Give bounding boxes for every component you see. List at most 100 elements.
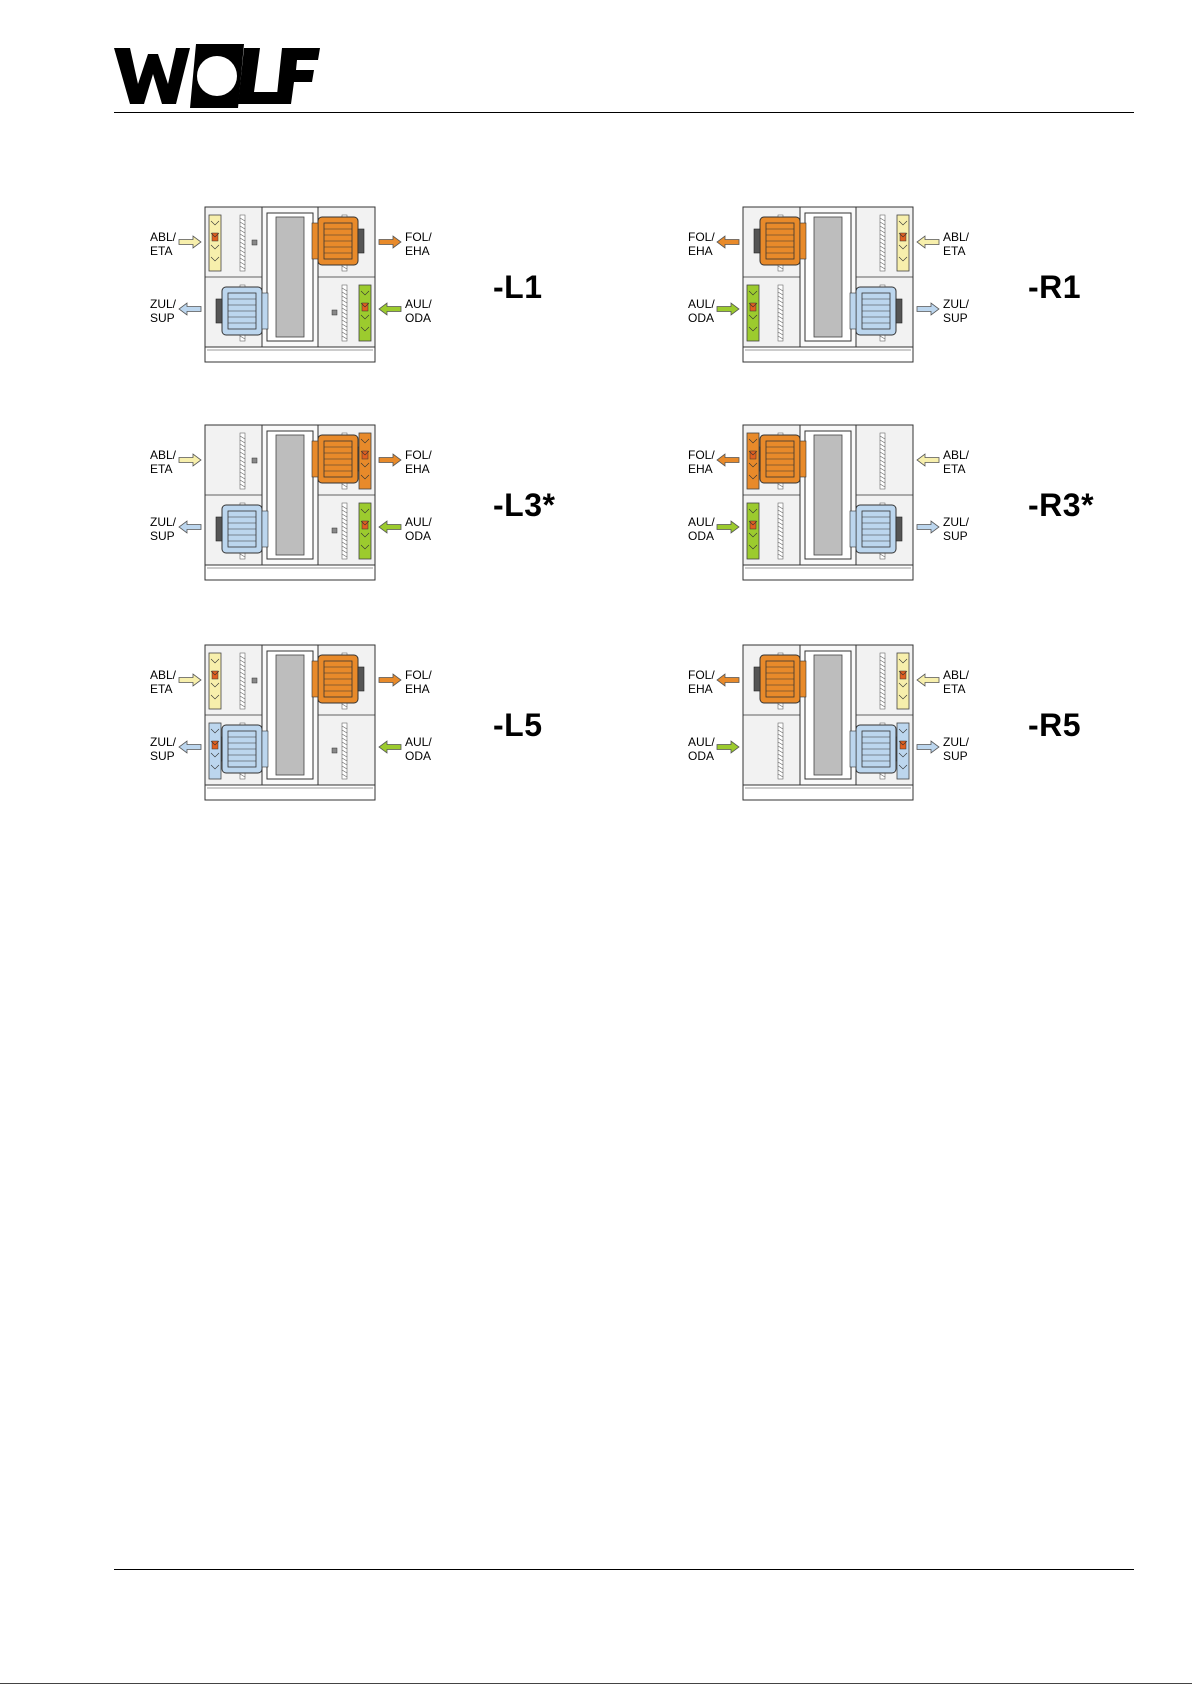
label-abl-eta-line-1: ABL/ — [150, 448, 176, 462]
label-zul-sup-line-1: ZUL/ — [150, 735, 176, 749]
eta-arrow — [179, 236, 201, 248]
label-aul-oda-line-2: ODA — [405, 311, 432, 325]
extract-damper — [897, 215, 909, 271]
header-rule — [114, 112, 1134, 113]
filter-top-left — [240, 653, 245, 709]
heat-exchanger — [276, 655, 304, 775]
sup-arrow — [179, 303, 201, 315]
label-fol-eha: FOL/EHA — [688, 668, 715, 696]
filter-top-right — [880, 215, 885, 271]
label-abl-eta-line-1: ABL/ — [150, 230, 176, 244]
label-zul-sup: ZUL/SUP — [150, 735, 176, 763]
label-abl-eta-line-2: ETA — [943, 244, 969, 258]
label-zul-sup: ZUL/SUP — [943, 297, 969, 325]
supply-fan — [850, 505, 902, 553]
heat-exchanger — [276, 217, 304, 337]
filter-bottom-right — [342, 723, 347, 779]
label-abl-eta: ABL/ETA — [150, 230, 176, 258]
oda-arrow — [379, 741, 401, 753]
label-fol-eha-line-1: FOL/ — [688, 668, 715, 682]
label-zul-sup-line-2: SUP — [150, 529, 176, 543]
label-abl-eta: ABL/ETA — [943, 668, 969, 696]
label-zul-sup: ZUL/SUP — [150, 515, 176, 543]
sup-arrow — [179, 521, 201, 533]
oda-arrow — [717, 303, 739, 315]
label-aul-oda: AUL/ODA — [688, 297, 715, 325]
label-aul-oda-line-2: ODA — [688, 529, 715, 543]
label-aul-oda-line-2: ODA — [688, 749, 715, 763]
label-abl-eta-line-2: ETA — [943, 462, 969, 476]
label-fol-eha: FOL/EHA — [688, 448, 715, 476]
sup-arrow — [917, 741, 939, 753]
unit-variant: ABL/ETA FOL/EHA ZUL/SUP AUL/ODA -L5 — [150, 643, 590, 823]
outdoor-damper — [359, 285, 371, 341]
label-fol-eha-line-1: FOL/ — [688, 230, 715, 244]
label-fol-eha-line-2: EHA — [688, 244, 715, 258]
label-aul-oda-line-1: AUL/ — [688, 515, 715, 529]
eta-arrow — [917, 674, 939, 686]
variant-code: -L1 — [493, 269, 543, 306]
supply-damper — [897, 723, 909, 779]
label-aul-oda: AUL/ODA — [405, 297, 432, 325]
label-zul-sup-line-1: ZUL/ — [943, 515, 969, 529]
label-abl-eta-line-2: ETA — [150, 462, 176, 476]
eha-arrow — [717, 236, 739, 248]
label-aul-oda: AUL/ODA — [405, 735, 432, 763]
extract-damper — [209, 653, 221, 709]
label-fol-eha-line-2: EHA — [405, 682, 432, 696]
variant-code: -L5 — [493, 707, 543, 744]
label-fol-eha-line-1: FOL/ — [688, 448, 715, 462]
label-fol-eha-line-1: FOL/ — [405, 668, 432, 682]
heat-exchanger — [814, 217, 842, 337]
label-abl-eta-line-2: ETA — [943, 682, 969, 696]
label-aul-oda-line-1: AUL/ — [405, 297, 432, 311]
heat-exchanger — [814, 655, 842, 775]
sup-arrow — [917, 303, 939, 315]
exhaust-fan — [754, 217, 806, 265]
eha-arrow — [717, 674, 739, 686]
label-fol-eha: FOL/EHA — [405, 448, 432, 476]
wolf-logo — [114, 44, 320, 108]
label-abl-eta-line-1: ABL/ — [943, 230, 969, 244]
label-fol-eha-line-1: FOL/ — [405, 448, 432, 462]
label-fol-eha: FOL/EHA — [405, 230, 432, 258]
exhaust-damper — [747, 433, 759, 489]
label-zul-sup: ZUL/SUP — [150, 297, 176, 325]
label-zul-sup-line-1: ZUL/ — [150, 297, 176, 311]
label-fol-eha-line-2: EHA — [688, 462, 715, 476]
filter-bottom-right — [342, 503, 347, 559]
unit-variant: FOL/EHAABL/ETAAUL/ODAZUL/SUP-R5 — [688, 643, 1128, 823]
label-zul-sup: ZUL/SUP — [943, 735, 969, 763]
label-abl-eta-line-1: ABL/ — [943, 448, 969, 462]
exhaust-fan — [312, 655, 364, 703]
label-abl-eta-line-1: ABL/ — [150, 668, 176, 682]
supply-fan — [216, 287, 268, 335]
label-fol-eha-line-1: FOL/ — [405, 230, 432, 244]
label-zul-sup-line-2: SUP — [943, 529, 969, 543]
eta-arrow — [179, 454, 201, 466]
oda-arrow — [717, 741, 739, 753]
label-zul-sup-line-2: SUP — [943, 749, 969, 763]
label-zul-sup-line-2: SUP — [943, 311, 969, 325]
label-zul-sup-line-1: ZUL/ — [943, 735, 969, 749]
label-aul-oda-line-1: AUL/ — [405, 735, 432, 749]
label-fol-eha: FOL/EHA — [405, 668, 432, 696]
label-fol-eha-line-2: EHA — [688, 682, 715, 696]
exhaust-fan — [754, 655, 806, 703]
label-fol-eha-line-2: EHA — [405, 462, 432, 476]
label-zul-sup-line-1: ZUL/ — [943, 297, 969, 311]
label-abl-eta: ABL/ETA — [150, 668, 176, 696]
eha-arrow — [379, 454, 401, 466]
variant-code: -L3* — [493, 487, 555, 524]
filter-top-right — [880, 653, 885, 709]
exhaust-damper — [359, 433, 371, 489]
label-abl-eta: ABL/ETA — [943, 448, 969, 476]
label-zul-sup-line-1: ZUL/ — [150, 515, 176, 529]
label-abl-eta: ABL/ETA — [150, 448, 176, 476]
filter-top-left — [240, 433, 245, 489]
oda-arrow — [379, 303, 401, 315]
supply-damper — [209, 723, 221, 779]
oda-arrow — [717, 521, 739, 533]
variant-code: -R5 — [1028, 707, 1081, 744]
